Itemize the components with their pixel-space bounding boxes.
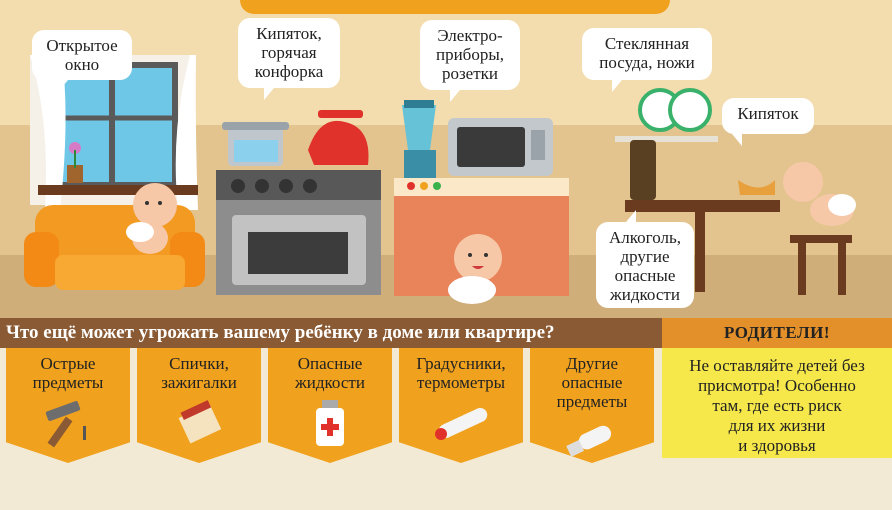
parents-text: Не оставляйте детей без присмотра! Особе… (689, 356, 865, 455)
dishes-icon (615, 88, 718, 142)
card-label: Острые предметы (32, 354, 104, 392)
parents-box (662, 348, 892, 458)
bubble-boiling: Кипяток (722, 98, 814, 146)
card-label: Градусники, термометры (416, 354, 506, 392)
armchair-icon (24, 205, 205, 290)
card-label: Спички, зажигалки (161, 354, 237, 392)
bubble-alcohol-text: Алкоголь, другие опасные жидкости (609, 228, 681, 304)
high-chair-icon (790, 235, 852, 295)
question-text: Что ещё может угрожать вашему ребёнку в … (6, 322, 555, 343)
baby-window-icon (126, 183, 177, 254)
bubble-boiling-text: Кипяток (737, 104, 799, 123)
medicine-bottle-icon (316, 400, 344, 446)
bubble-alcohol: Алкоголь, другие опасные жидкости (596, 210, 694, 308)
thermometer-icon (435, 407, 488, 440)
card-matches: Спички, зажигалки (137, 348, 261, 463)
microwave-icon (448, 118, 553, 176)
hammer-icon (45, 401, 86, 448)
bubble-appliances: Электро- приборы, розетки (420, 20, 520, 102)
bubble-dishes-text: Стеклянная посуда, ножи (599, 34, 695, 72)
baby-appliance-icon (448, 234, 502, 304)
bubble-open-window-text: Открытое окно (46, 36, 118, 74)
card-thermometers: Градусники, термометры (399, 348, 523, 463)
stove-icon (216, 110, 381, 295)
window-icon (30, 55, 198, 210)
matches-icon (178, 400, 222, 444)
top-accent (240, 0, 670, 14)
card-liquids: Опасные жидкости (268, 348, 392, 463)
bubble-stove-text: Кипяток, горячая конфорка (254, 24, 324, 81)
card-sharp-objects: Острые предметы (6, 348, 130, 463)
bubble-open-window: Открытое окно (32, 30, 132, 92)
bubble-dishes: Стеклянная посуда, ножи (582, 28, 712, 92)
baby-table-icon (783, 162, 856, 226)
scene-illustration (24, 55, 856, 304)
card-label: Другие опасные предметы (556, 354, 628, 411)
bubble-stove: Кипяток, горячая конфорка (238, 18, 340, 100)
table-icon (625, 140, 780, 292)
card-other: Другие опасные предметы (530, 348, 654, 463)
parents-title: РОДИТЕЛИ! (662, 318, 892, 348)
card-label: Опасные жидкости (295, 354, 365, 392)
kitchen-scene: Открытое окно Кипяток, горячая конфорка … (0, 0, 892, 318)
blender-icon (402, 100, 436, 178)
light-bulb-icon (566, 425, 612, 457)
bubble-appliances-text: Электро- приборы, розетки (435, 26, 505, 83)
